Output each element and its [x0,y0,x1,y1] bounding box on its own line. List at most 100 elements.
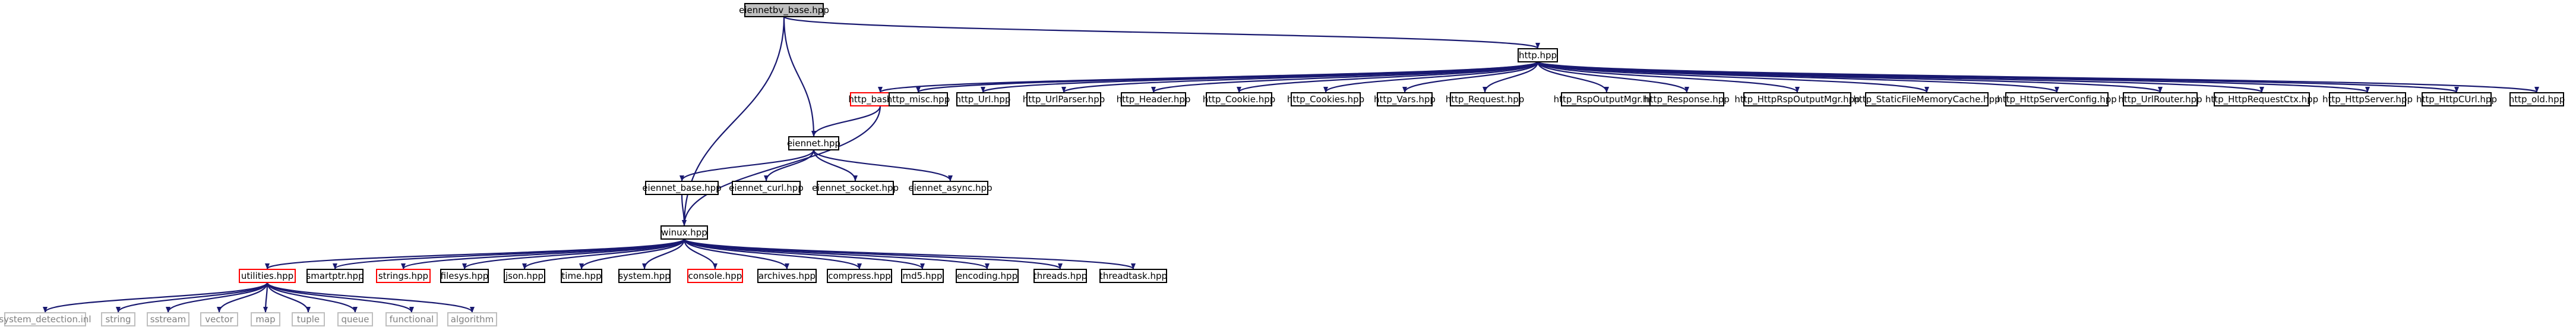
node-label: http_Response.hpp [1644,94,1730,105]
node-label: http_HttpRequestCtx.hpp [2205,94,2318,105]
node-http[interactable]: http.hpp [1518,48,1558,62]
node-http-urlrouter[interactable]: http_UrlRouter.hpp [2118,92,2202,106]
node-box [788,136,839,150]
node-label: console.hpp [688,271,742,281]
node-http-old[interactable]: http_old.hpp [2509,92,2565,106]
node-eiennet[interactable]: eiennet.hpp [787,136,840,150]
node-eiennet-base[interactable]: eiennet_base.hpp [642,181,722,195]
node-eiennet-curl[interactable]: eiennet_curl.hpp [729,181,804,195]
node-label: threads.hpp [1033,271,1087,281]
edge-http-to-http_response [1537,61,1689,93]
node-http-header[interactable]: http_Header.hpp [1117,92,1191,106]
node-box [618,269,671,283]
node-label: http_Request.hpp [1446,94,1525,105]
edge-http-to-http_rspoutputmgr [1537,61,1609,93]
node-label: time.hpp [561,271,601,281]
edge-winux-to-system [642,238,685,269]
node-threadtask[interactable]: threadtask.hpp [1099,269,1167,283]
edge-utilities-to-tuple [266,282,311,313]
edge-http-to-http_httprequestctx [1537,61,2264,93]
edge-eiennet-to-eiennet_curl [764,149,815,181]
node-label: queue [342,314,369,325]
node-json[interactable]: json.hpp [504,269,545,283]
node-http-misc[interactable]: http_misc.hpp [887,92,950,106]
node-box [440,269,489,283]
node-box [251,312,280,326]
node-time[interactable]: time.hpp [561,269,602,283]
node-http-rspoutputmgr[interactable]: http_RspOutputMgr.hpp [1554,92,1660,106]
node-console[interactable]: console.hpp [687,269,743,283]
node-smartptr[interactable]: smartptr.hpp [306,269,364,283]
edge-utilities-to-algorithm [266,282,475,313]
node-md5[interactable]: md5.hpp [901,269,944,283]
edge-winux-to-utilities [265,238,685,270]
node-eiennet-async[interactable]: eiennet_async.hpp [908,181,993,195]
node-http-httpcurl[interactable]: http_HttpCUrl.hpp [2416,92,2497,106]
edge-http-to-http_cookies [1323,61,1539,93]
node-root[interactable]: eiennetbv_base.hpp [739,3,829,17]
node-label: http_Url.hpp [956,94,1011,105]
node-label: map [255,314,275,325]
node-http-httpserverconfig[interactable]: http_HttpServerConfig.hpp [1997,92,2117,106]
node-http-httprspoutputmgr[interactable]: http_HttpRspOutputMgr.hpp [1734,92,1860,106]
node-label: http_Cookie.hpp [1203,94,1276,105]
node-filesys[interactable]: filesys.hpp [440,269,489,283]
edge-winux-to-console [683,238,718,269]
node-http-urlparser[interactable]: http_UrlParser.hpp [1023,92,1105,106]
node-system-detection: system_detection.inl [0,312,91,326]
edge-winux-to-threadtask [683,238,1136,270]
edge-winux-to-strings [401,238,685,270]
node-http-staticfilememorycache[interactable]: http_StaticFileMemoryCache.hpp [1853,92,2000,106]
node-encoding[interactable]: encoding.hpp [956,269,1019,283]
node-http-request[interactable]: http_Request.hpp [1446,92,1525,106]
node-box [1865,92,1989,106]
node-queue: queue [337,312,373,326]
node-http-url[interactable]: http_Url.hpp [956,92,1011,106]
edge-utilities-to-system_detection [43,282,268,313]
node-strings[interactable]: strings.hpp [376,269,431,283]
node-label: compress.hpp [828,271,891,281]
node-http-cookie[interactable]: http_Cookie.hpp [1203,92,1276,106]
node-label: vector [205,314,233,325]
node-http-httprequestctx[interactable]: http_HttpRequestCtx.hpp [2205,92,2318,106]
node-archives[interactable]: archives.hpp [757,269,817,283]
node-label: sstream [150,314,186,325]
node-label: http.hpp [1519,50,1557,61]
node-utilities[interactable]: utilities.hpp [239,269,296,283]
edge-http-to-http_staticfilememorycache [1537,61,1929,93]
node-label: http_HttpServerConfig.hpp [1997,94,2117,105]
node-box [956,269,1019,283]
node-label: http_old.hpp [2509,94,2565,105]
node-http-httpserver[interactable]: http_HttpServer.hpp [2322,92,2413,106]
node-box [561,269,602,283]
node-box [306,269,364,283]
node-tuple: tuple [292,312,325,326]
node-system[interactable]: system.hpp [618,269,671,283]
node-functional: functional [385,312,438,326]
node-box [1206,92,1272,106]
node-threads[interactable]: threads.hpp [1033,269,1087,283]
edge-http_base-to-winux [682,105,881,226]
node-http-response[interactable]: http_Response.hpp [1644,92,1730,106]
node-winux[interactable]: winux.hpp [660,225,708,240]
node-http-cookies[interactable]: http_Cookies.hpp [1287,92,1364,106]
edge-http-to-http_urlparser [1061,61,1539,93]
node-box [239,269,296,283]
node-eiennet-socket[interactable]: eiennet_socket.hpp [812,181,899,195]
node-box [1518,48,1558,62]
node-label: eiennet_base.hpp [642,183,721,194]
edge-utilities-to-functional [266,282,414,313]
edge-root-to-http [783,15,1540,49]
edges-layer [43,15,2539,313]
node-http-vars[interactable]: http_Vars.hpp [1374,92,1436,106]
node-compress[interactable]: compress.hpp [827,269,892,283]
node-box [687,269,743,283]
node-label: http_Header.hpp [1117,94,1191,105]
edge-winux-to-compress [683,238,862,269]
edge-http-to-http_request [1483,61,1539,93]
nodes-layer: eiennetbv_base.hpphttp.hpphttp_base.hpph… [0,3,2565,326]
node-label: winux.hpp [661,227,707,238]
node-box [1121,92,1186,106]
node-label: algorithm [451,314,494,325]
